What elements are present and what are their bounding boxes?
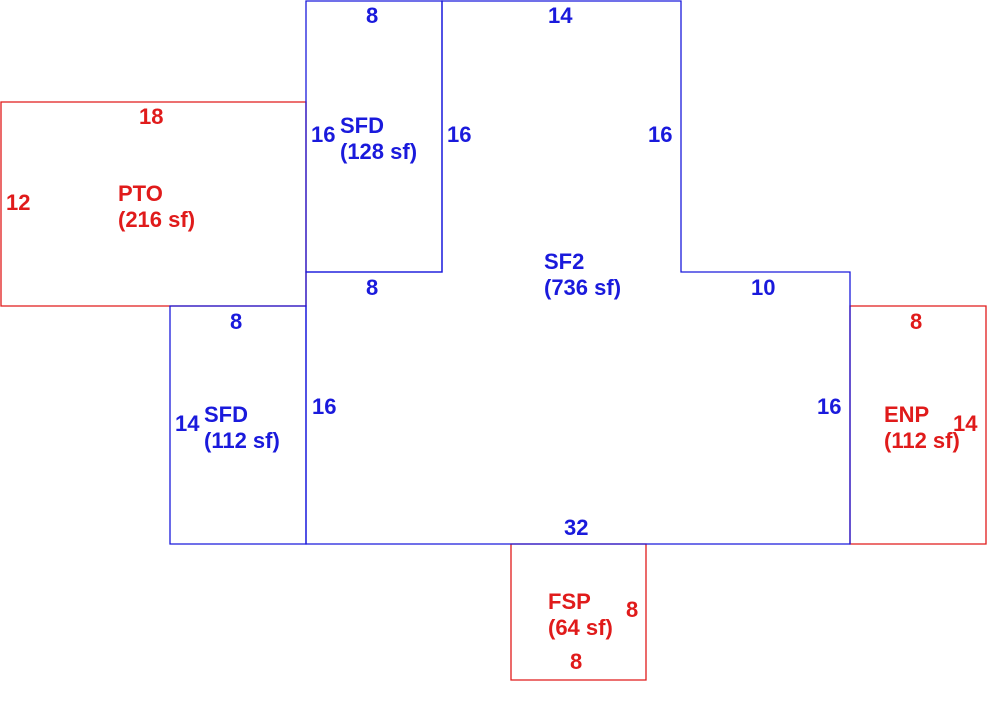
sfd-left-label: SFD (112 sf) bbox=[204, 402, 280, 454]
dim-sfd-top-bottom: 8 bbox=[366, 275, 379, 300]
dim-enp-right: 14 bbox=[953, 411, 978, 436]
sfd-top-label: SFD (128 sf) bbox=[340, 113, 417, 165]
dim-sfd-left-top: 8 bbox=[230, 309, 243, 334]
dim-pto-top: 18 bbox=[139, 104, 164, 129]
enp-label: ENP (112 sf) bbox=[884, 402, 960, 454]
dim-fsp-right: 8 bbox=[626, 597, 639, 622]
dim-sfd-top-right: 16 bbox=[447, 122, 472, 147]
sf2-area: (736 sf) bbox=[544, 275, 622, 300]
dim-sf2-right: 16 bbox=[817, 394, 842, 419]
dim-sfd-left-left: 14 bbox=[175, 411, 200, 436]
dim-sfd-top-left: 16 bbox=[311, 122, 336, 147]
dim-sf2-upper-right: 16 bbox=[648, 122, 673, 147]
dim-sfd-top-top: 8 bbox=[366, 3, 379, 28]
fsp-area: (64 sf) bbox=[548, 615, 613, 640]
sfd-top-area: (128 sf) bbox=[340, 139, 418, 164]
dim-sf2-top: 14 bbox=[548, 3, 573, 28]
pto-code: PTO bbox=[118, 181, 163, 206]
dim-fsp-bottom: 8 bbox=[570, 649, 583, 674]
dim-pto-left: 12 bbox=[6, 190, 31, 215]
enp-code: ENP bbox=[884, 402, 930, 427]
sfd-top-code: SFD bbox=[340, 113, 384, 138]
dim-enp-top: 8 bbox=[910, 309, 923, 334]
fsp-code: FSP bbox=[548, 589, 591, 614]
sfd-left-area: (112 sf) bbox=[204, 428, 280, 453]
sf2-code: SF2 bbox=[544, 249, 585, 274]
dim-sf2-left: 16 bbox=[312, 394, 337, 419]
sf2-label: SF2 (736 sf) bbox=[544, 249, 621, 301]
dim-sf2-bottom: 32 bbox=[564, 515, 589, 540]
enp-area: (112 sf) bbox=[884, 428, 960, 453]
sf2-outline bbox=[305, 0, 851, 545]
pto-label: PTO (216 sf) bbox=[118, 181, 195, 233]
pto-area: (216 sf) bbox=[118, 207, 196, 232]
dim-sf2-right-step: 10 bbox=[751, 275, 776, 300]
fsp-label: FSP (64 sf) bbox=[548, 589, 613, 641]
sfd-left-code: SFD bbox=[204, 402, 248, 427]
